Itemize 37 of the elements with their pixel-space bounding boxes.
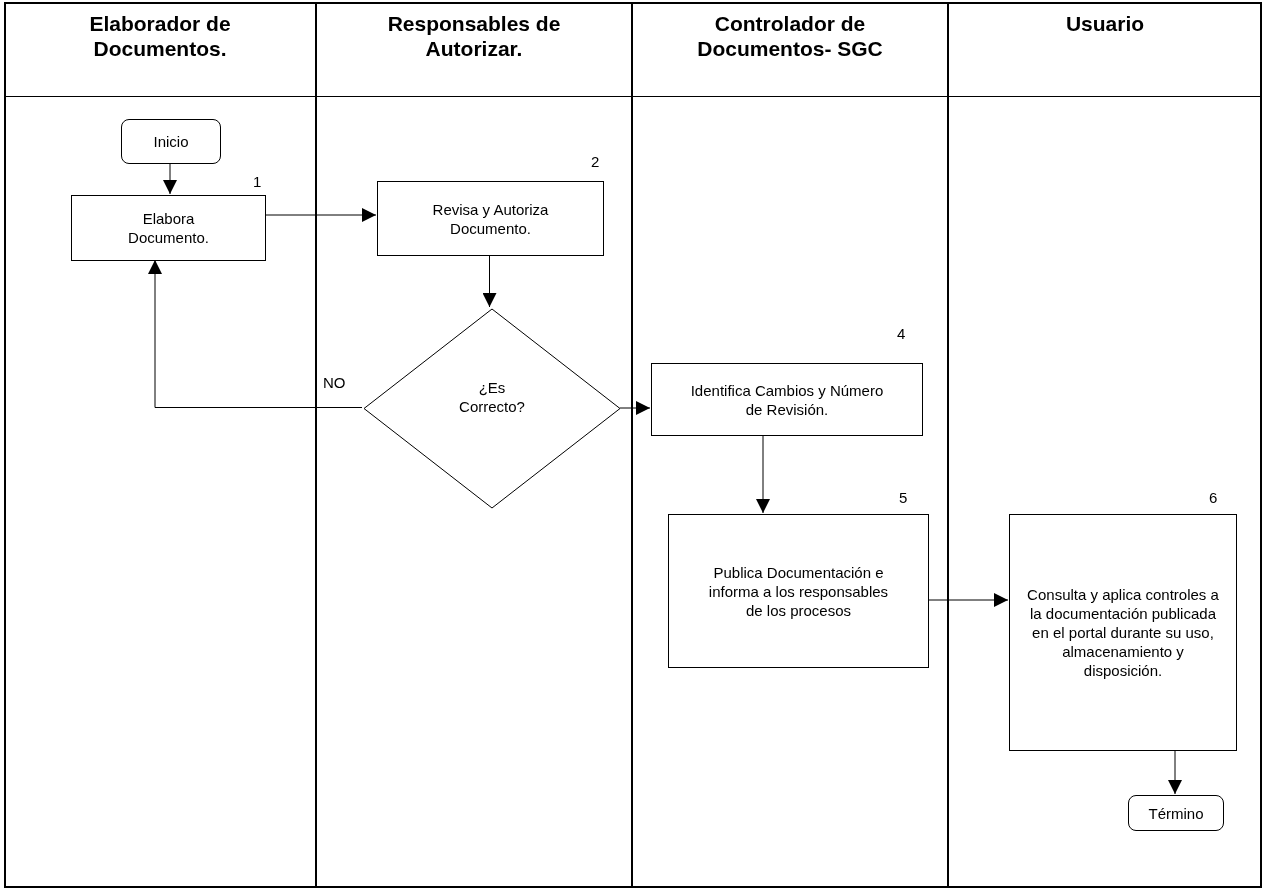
lane-header: Controlador de Documentos- SGC xyxy=(696,11,884,61)
arrow xyxy=(163,162,177,195)
arrow xyxy=(756,434,770,514)
decision-text: ¿Es Correcto? xyxy=(458,377,526,416)
arrow xyxy=(927,593,1009,607)
lane-header: Responsables de Autorizar. xyxy=(386,11,562,61)
box-text: Revisa y Autoriza Documento. xyxy=(431,199,550,238)
swimlane xyxy=(316,2,632,888)
arrow xyxy=(148,259,363,408)
process-box xyxy=(668,514,929,668)
lane-header: Usuario xyxy=(1065,11,1145,36)
box-text: Identifica Cambios y Número de Revisión. xyxy=(689,380,885,419)
box-text: Elabora Documento. xyxy=(127,209,210,247)
decision-diamond xyxy=(363,308,621,509)
swimlane xyxy=(632,2,948,888)
process-box xyxy=(651,363,923,436)
terminator-box xyxy=(1128,795,1224,831)
step-number: 2 xyxy=(591,153,600,171)
step-number: 6 xyxy=(1209,489,1218,507)
arrow xyxy=(482,254,497,308)
process-box xyxy=(377,181,604,256)
process-box xyxy=(71,195,266,261)
arrow xyxy=(264,208,377,222)
process-box xyxy=(1009,514,1237,751)
box-text: Publica Documentación e informa a los responsables de los procesos xyxy=(707,562,890,620)
box-text: Inicio xyxy=(153,132,189,151)
step-number: 5 xyxy=(899,489,908,507)
arrow xyxy=(1168,749,1182,795)
step-number: 1 xyxy=(253,173,262,191)
arrow xyxy=(619,401,651,415)
terminator-box xyxy=(121,119,221,164)
swimlane xyxy=(948,2,1262,888)
lane-header: Elaborador de Documentos. xyxy=(88,11,232,61)
step-number: 4 xyxy=(897,325,906,343)
box-text: Término xyxy=(1148,803,1204,823)
box-text: Consulta y aplica controles a la documentación publicada en el portal durante su uso, almacenamiento y disposición. xyxy=(1026,585,1220,680)
swimlane xyxy=(4,2,316,888)
